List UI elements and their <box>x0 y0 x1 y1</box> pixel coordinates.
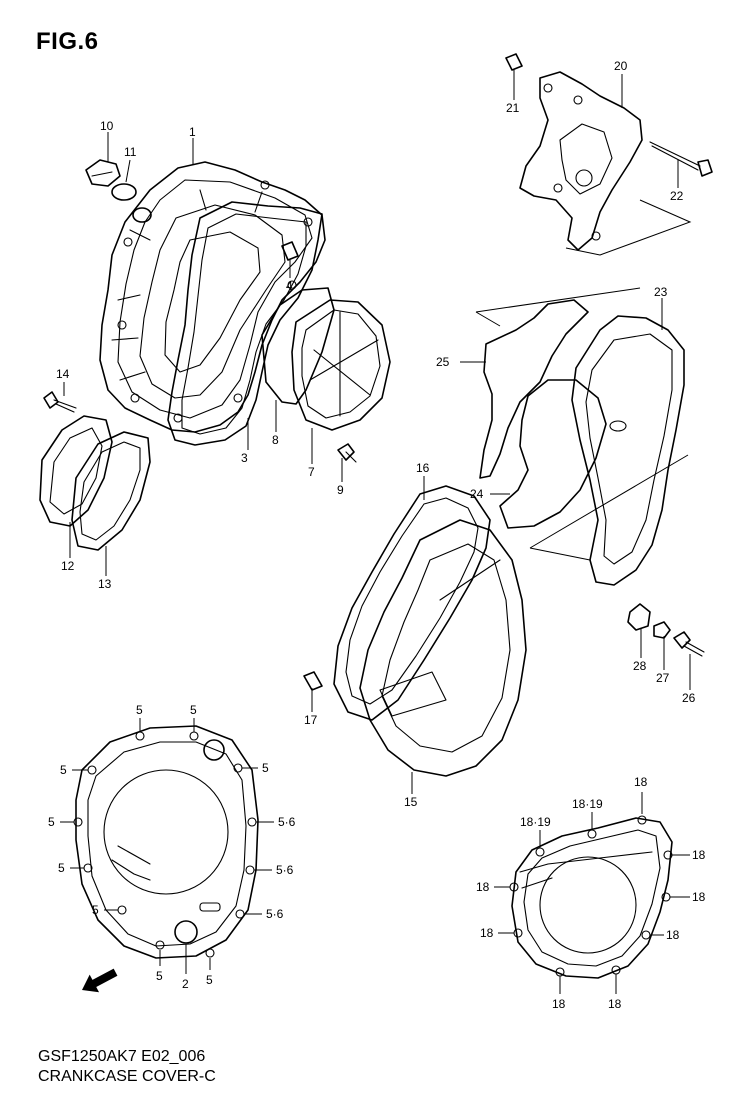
callout-label: 18 <box>480 926 494 940</box>
grommet-part <box>627 603 651 631</box>
dowel-pin-part <box>281 241 299 261</box>
callout-label: 5 <box>92 903 99 917</box>
clutch-cover-part <box>99 161 326 433</box>
cover-bolt-part <box>673 631 705 657</box>
callout-label: 10 <box>100 119 114 133</box>
leader-lines <box>60 70 691 994</box>
callout-label: 8 <box>272 433 279 447</box>
callout-label: 18 <box>608 997 622 1011</box>
callout-label: 12 <box>61 559 75 573</box>
callout-label: 5 <box>206 973 213 987</box>
callout-label: 5 <box>190 703 197 717</box>
callout-label: 18 <box>692 848 706 862</box>
callout-label: 18·19 <box>520 815 551 829</box>
bracket-dowel-part <box>505 53 523 71</box>
bottom-right-cover <box>509 815 673 979</box>
callout-label: 4 <box>286 279 293 293</box>
callout-label: 23 <box>654 285 668 299</box>
callout-label: 18 <box>476 880 490 894</box>
figure-title: FIG.6 <box>36 28 99 55</box>
bolt-14-part <box>43 391 77 413</box>
callout-label: 5·6 <box>276 863 294 877</box>
callout-label: 22 <box>670 189 684 203</box>
callout-label: 3 <box>241 451 248 465</box>
generator-cover-part-15 <box>359 519 527 777</box>
o-ring-part <box>111 183 137 201</box>
clutch-cover-gasket <box>167 201 323 446</box>
generator-cover-gasket <box>333 485 491 721</box>
callout-label: 14 <box>56 367 70 381</box>
callout-label: 18 <box>552 997 566 1011</box>
bolt-9-part <box>337 443 357 463</box>
bottom-left-cover <box>75 725 259 959</box>
bracket-part <box>519 71 643 251</box>
callout-label: 24 <box>470 487 484 501</box>
collar-part <box>653 621 671 639</box>
callout-label: 18·19 <box>572 797 603 811</box>
callout-label: 15 <box>404 795 418 809</box>
plate-part <box>291 299 391 431</box>
cover-plate-25 <box>479 299 589 479</box>
callout-label: 5 <box>156 969 163 983</box>
callout-label: 17 <box>304 713 318 727</box>
callout-label: 5 <box>58 861 65 875</box>
callout-label: 16 <box>416 461 430 475</box>
callout-label: 27 <box>656 671 670 685</box>
callout-label: 26 <box>682 691 696 705</box>
callout-label: 13 <box>98 577 112 591</box>
callout-label: 5 <box>136 703 143 717</box>
dowel-pin-17 <box>303 671 323 691</box>
callout-label: 9 <box>337 483 344 497</box>
plate-cone-part <box>261 287 335 405</box>
small-cover-gasket <box>71 431 151 551</box>
callout-label: 21 <box>506 101 520 115</box>
callout-label: 1 <box>189 125 196 139</box>
callout-label: 5·6 <box>278 815 296 829</box>
callout-labels: 1 10 11 4 3 8 7 9 14 12 13 20 21 22 23 2… <box>48 59 706 1011</box>
figure-code: GSF1250AK7 E02_006 <box>38 1048 206 1065</box>
callout-label: 18 <box>692 890 706 904</box>
callout-label: 2 <box>182 977 189 991</box>
callout-label: 5 <box>48 815 55 829</box>
callout-label: 5 <box>60 763 67 777</box>
generator-cover-part <box>571 315 685 586</box>
callout-label: 25 <box>436 355 450 369</box>
fwd-arrow-icon <box>82 968 118 993</box>
callout-label: 28 <box>633 659 647 673</box>
callout-label: 5 <box>262 761 269 775</box>
figure-name: CRANKCASE COVER-C <box>38 1068 216 1085</box>
callout-label: 5·6 <box>266 907 284 921</box>
cover-plate-24 <box>499 379 607 529</box>
callout-label: 11 <box>124 145 137 159</box>
oil-filler-cap-part <box>85 159 121 187</box>
callout-label: 18 <box>634 775 648 789</box>
callout-label: 20 <box>614 59 628 73</box>
callout-label: 7 <box>308 465 315 479</box>
callout-label: 18 <box>666 928 680 942</box>
small-cover-part <box>39 415 113 527</box>
bracket-bolt-part <box>649 141 713 177</box>
